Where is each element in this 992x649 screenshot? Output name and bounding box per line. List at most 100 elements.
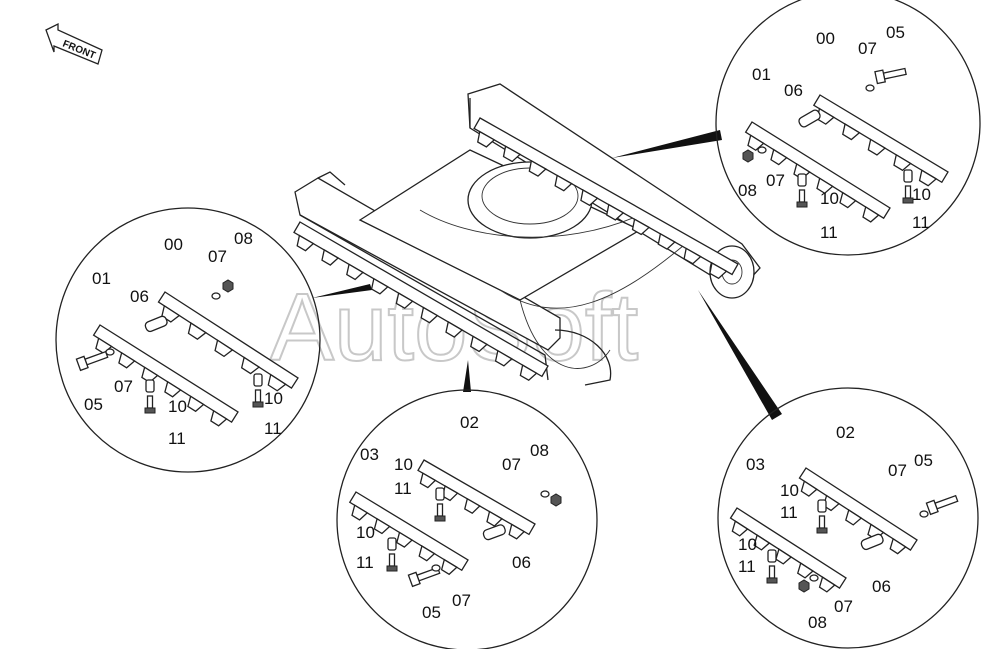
front-arrow-icon: FRONT — [45, 22, 103, 65]
bolt-05-l — [75, 350, 109, 372]
guard-left-01 — [92, 324, 239, 427]
spacer-10b-bc — [387, 537, 397, 551]
callout-br-4: 10 — [780, 481, 799, 500]
callout-bc-9: 05 — [422, 603, 441, 622]
callout-br-2: 07 — [888, 461, 907, 480]
callout-br-8: 06 — [872, 577, 891, 596]
callout-tr-8: 10 — [820, 189, 839, 208]
pin-06-tr — [798, 109, 821, 128]
guard-top-right-00 — [812, 94, 949, 187]
nut-08-bc — [550, 493, 562, 507]
washer-07-tr — [865, 84, 875, 92]
pin-06-l — [144, 315, 168, 333]
callout-bc-10: 07 — [452, 591, 471, 610]
callout-br-1: 03 — [746, 455, 765, 474]
callout-l-5: 05 — [84, 395, 103, 414]
callout-tr-0: 00 — [816, 29, 835, 48]
washer-07b-bc — [431, 564, 441, 572]
detail-circle-top-right — [715, 0, 981, 256]
callout-tr-3: 01 — [752, 65, 771, 84]
callout-l-10: 11 — [264, 419, 282, 438]
callout-br-5: 11 — [780, 503, 798, 522]
bolt-11-bc — [434, 503, 446, 522]
guard-bottom-right-02 — [798, 467, 918, 555]
washer-07-bc — [540, 490, 550, 498]
bolt-11-l — [144, 395, 156, 414]
callout-l-4: 06 — [130, 287, 149, 306]
callout-tr-1: 07 — [858, 39, 877, 58]
callout-br-9: 07 — [834, 597, 853, 616]
guard-bottom-center-02 — [417, 459, 536, 540]
detail-circle-bottom-right — [717, 387, 979, 649]
callout-br-7: 11 — [738, 557, 756, 576]
nut-08-tr — [742, 149, 754, 163]
bolt-11-br — [816, 515, 828, 534]
callout-br-10: 08 — [808, 613, 827, 632]
spacer-10b-tr — [903, 169, 913, 183]
guard-bottom-right-03 — [729, 507, 847, 593]
callout-bc-7: 11 — [356, 553, 374, 572]
callout-tr-7: 10 — [912, 185, 931, 204]
bolt-11b-tr — [902, 185, 914, 204]
callout-tr-10: 11 — [820, 223, 838, 242]
washer-07b-br — [809, 574, 819, 582]
spacer-10-bc — [435, 487, 445, 501]
bolt-11b-bc — [386, 553, 398, 572]
bolt-11-tr — [796, 189, 808, 208]
washer-07-l — [211, 292, 221, 300]
callout-labels: 00 07 05 01 06 08 07 10 10 11 11 00 07 08 01 06 05 07 10 10… — [84, 23, 933, 632]
callout-tr-4: 06 — [784, 81, 803, 100]
hardware-parts — [75, 67, 959, 593]
callout-br-6: 10 — [738, 535, 757, 554]
callout-l-1: 07 — [208, 247, 227, 266]
detail-circle-left — [55, 207, 321, 473]
callout-bc-6: 10 — [356, 523, 375, 542]
washer-07b-l — [105, 348, 115, 356]
spacer-10-l — [145, 379, 155, 393]
frame-guard-rear — [473, 117, 739, 280]
detail-circle-bottom-center — [336, 389, 598, 649]
track-guard-parts — [92, 94, 949, 593]
callout-tr-5: 08 — [738, 181, 757, 200]
callout-tr-2: 05 — [886, 23, 905, 42]
pin-06-br — [860, 533, 884, 551]
callout-tr-6: 07 — [766, 171, 785, 190]
callout-l-6: 07 — [114, 377, 133, 396]
spacer-10b-l — [253, 373, 263, 387]
guard-bottom-center-03 — [348, 491, 469, 576]
callout-l-3: 01 — [92, 269, 111, 288]
washer-07-br — [919, 510, 929, 518]
callout-br-3: 05 — [914, 451, 933, 470]
pin-06-bc — [482, 524, 506, 541]
leader-lines — [312, 130, 782, 420]
bolt-05-br — [925, 494, 959, 516]
bolt-11b-br — [766, 565, 778, 584]
bolt-11b-l — [252, 389, 264, 408]
spacer-10-tr — [797, 173, 807, 187]
callout-l-2: 08 — [234, 229, 253, 248]
spacer-10b-br — [767, 549, 777, 563]
callout-bc-3: 07 — [502, 455, 521, 474]
callout-l-0: 00 — [164, 235, 183, 254]
callout-bc-2: 10 — [394, 455, 413, 474]
callout-bc-1: 03 — [360, 445, 379, 464]
callout-l-8: 10 — [264, 389, 283, 408]
nut-08-l — [222, 279, 234, 293]
callout-bc-5: 11 — [394, 479, 412, 498]
callout-br-0: 02 — [836, 423, 855, 442]
callout-bc-0: 02 — [460, 413, 479, 432]
callout-bc-8: 06 — [512, 553, 531, 572]
guard-left-00 — [157, 291, 299, 392]
callout-bc-4: 08 — [530, 441, 549, 460]
bolt-05-tr — [874, 67, 907, 85]
callout-l-9: 11 — [168, 429, 186, 448]
callout-l-7: 10 — [168, 397, 187, 416]
callout-tr-9: 11 — [912, 213, 930, 232]
track-guards-on-frame — [293, 117, 739, 382]
frame-guard-front — [293, 221, 549, 382]
washer-07b-tr — [757, 146, 767, 154]
spacer-10-br — [817, 499, 827, 513]
nut-08-br — [798, 579, 810, 593]
